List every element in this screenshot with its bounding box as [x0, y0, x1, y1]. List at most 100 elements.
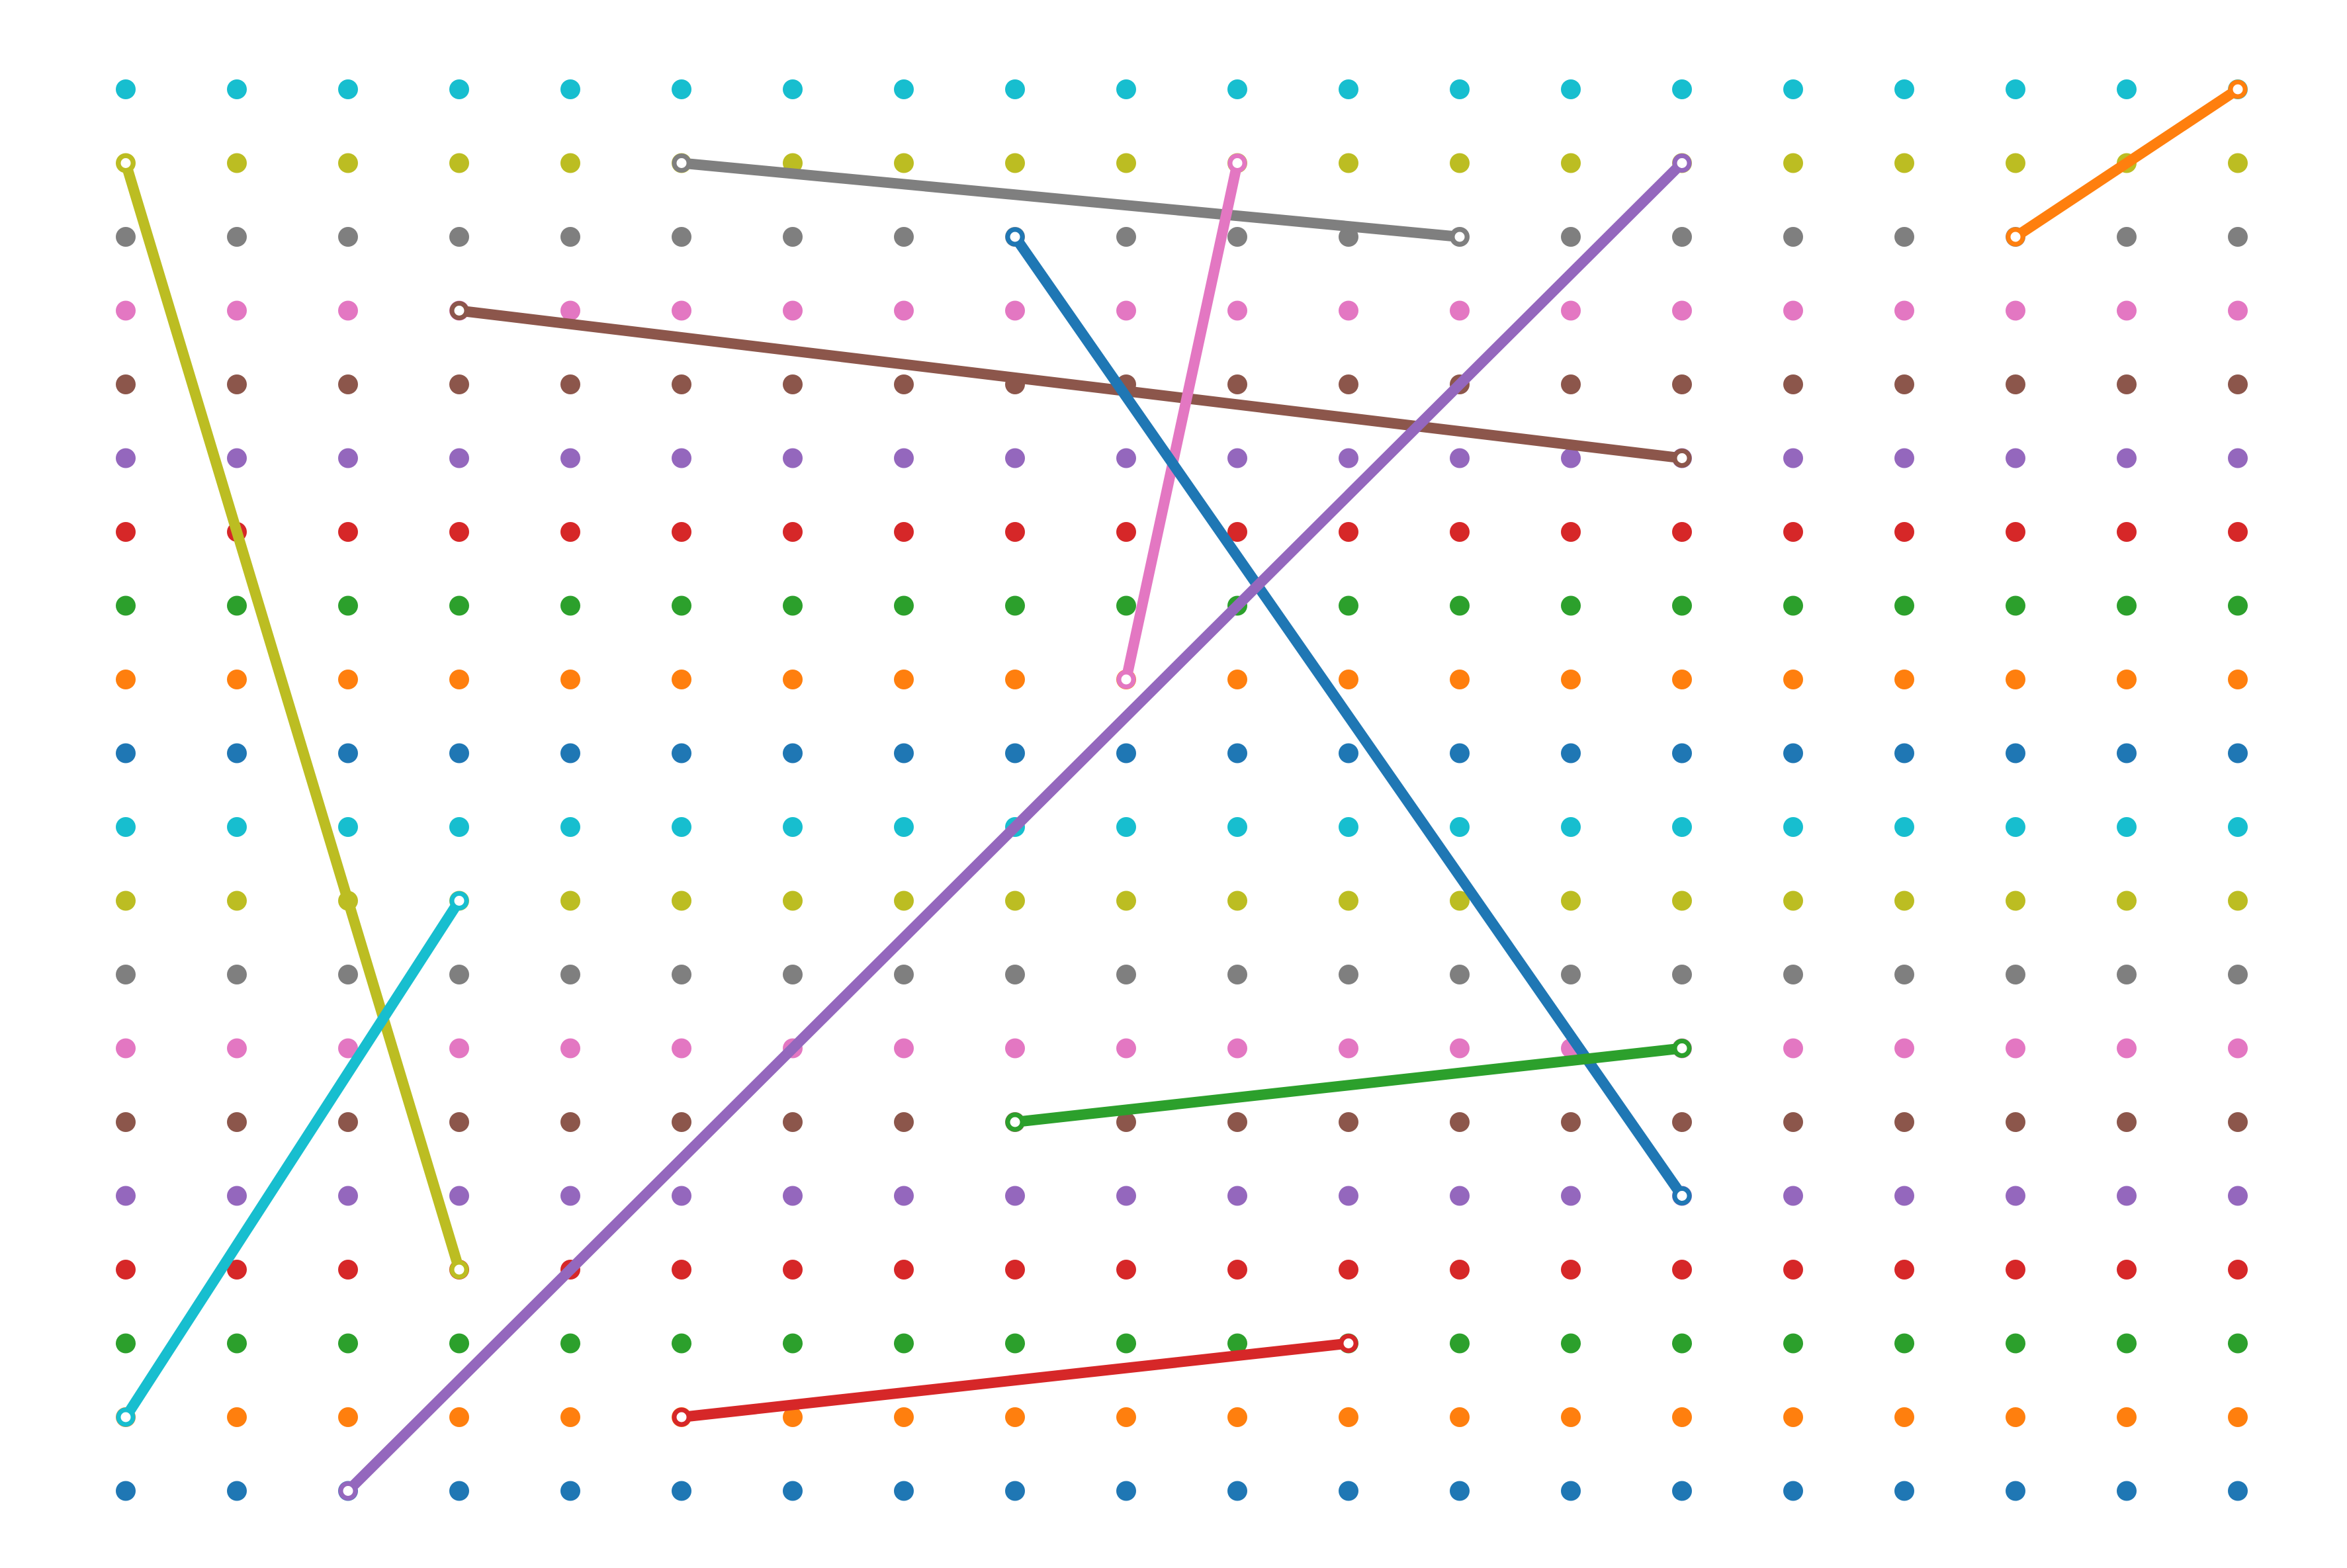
grid-dot: [1672, 374, 1692, 394]
grid-dot: [2006, 670, 2025, 689]
grid-dot: [672, 595, 691, 616]
grid-dot: [116, 743, 136, 763]
grid-dot: [672, 817, 691, 837]
grid-dot: [1783, 79, 1803, 99]
grid-dot: [1116, 965, 1136, 984]
grid-dot: [2228, 300, 2248, 321]
grid-dot: [449, 1038, 469, 1059]
grid-dot: [1005, 1038, 1025, 1059]
grid-dot: [783, 965, 803, 984]
grid-dot: [227, 374, 247, 394]
grid-dot: [560, 522, 580, 542]
grid-dot: [2228, 965, 2248, 984]
grid-dot: [116, 1112, 136, 1132]
grid-dot: [1894, 1038, 1914, 1059]
line-endpoint: [1339, 1334, 1358, 1353]
grid-dot: [1672, 1260, 1692, 1280]
grid-dot: [1005, 1407, 1025, 1427]
grid-dot: [338, 670, 358, 689]
connection-line: [120, 895, 465, 1422]
grid-dot: [1339, 817, 1358, 837]
grid-dot: [1450, 1260, 1470, 1280]
grid-dot: [560, 670, 580, 689]
grid-dot: [1783, 743, 1803, 763]
grid-dot: [1116, 1481, 1136, 1501]
grid-dot: [672, 670, 691, 689]
grid-dot: [2117, 743, 2137, 763]
line-endpoint: [1672, 1039, 1692, 1058]
grid-dot: [227, 595, 247, 616]
grid-dot: [449, 595, 469, 616]
grid-dot: [338, 817, 358, 837]
grid-dot: [449, 1186, 469, 1206]
grid-dot: [1672, 522, 1692, 542]
grid-dot: [449, 448, 469, 468]
grid-dot: [1783, 1333, 1803, 1354]
grid-dot: [1894, 670, 1914, 689]
grid-dot: [1672, 1333, 1692, 1354]
grid-dot: [1894, 374, 1914, 394]
grid-dot: [894, 300, 914, 321]
grid-dot: [338, 1038, 358, 1059]
line-endpoint: [2006, 227, 2025, 247]
grid-dot: [1672, 1407, 1692, 1427]
grid-dot: [338, 300, 358, 321]
grid-dot: [116, 891, 136, 911]
grid-dot: [1116, 522, 1136, 542]
grid-dot: [2006, 1186, 2025, 1206]
grid-dot: [560, 743, 580, 763]
grid-dot: [1450, 1407, 1470, 1427]
grid-dot: [2228, 891, 2248, 911]
grid-dot: [2117, 595, 2137, 616]
line-endpoint: [449, 891, 469, 910]
grid-dot: [1005, 891, 1025, 911]
grid-dot: [1561, 1407, 1581, 1427]
grid-dot: [894, 1407, 914, 1427]
grid-dot: [1116, 743, 1136, 763]
grid-dot: [227, 1333, 247, 1354]
grid-dot: [2006, 595, 2025, 616]
grid-dot: [1894, 965, 1914, 984]
grid-dot: [783, 743, 803, 763]
grid-dot: [2117, 670, 2137, 689]
line-endpoint: [1227, 153, 1247, 173]
grid-dot: [2228, 374, 2248, 394]
grid-dot: [1783, 670, 1803, 689]
grid-dot: [1450, 1112, 1470, 1132]
grid-dot: [560, 965, 580, 984]
line-endpoint: [338, 1481, 358, 1501]
grid-dot: [894, 1112, 914, 1132]
grid-dot: [338, 1407, 358, 1427]
grid-dot: [1783, 1112, 1803, 1132]
grid-dot: [1005, 79, 1025, 99]
grid-dot: [227, 743, 247, 763]
grid-dot: [1339, 1038, 1358, 1059]
grid-dot: [1005, 1260, 1025, 1280]
grid-dot: [227, 670, 247, 689]
grid-dot: [894, 743, 914, 763]
grid-dot: [783, 79, 803, 99]
grid-dot: [1450, 300, 1470, 321]
grid-dot: [2117, 1260, 2137, 1280]
grid-dot: [1783, 595, 1803, 616]
grid-dot: [894, 891, 914, 911]
grid-dot: [2228, 1112, 2248, 1132]
grid-dot: [1227, 891, 1247, 911]
grid-dot: [338, 743, 358, 763]
grid-dot: [1227, 1112, 1247, 1132]
connection-line: [2010, 84, 2243, 242]
grid-dot: [449, 1407, 469, 1427]
grid-dot: [1339, 670, 1358, 689]
grid-dot: [1339, 522, 1358, 542]
grid-dot: [116, 1186, 136, 1206]
grid-dot: [894, 227, 914, 247]
grid-dot: [894, 965, 914, 984]
grid-dot: [1227, 670, 1247, 689]
grid-dot: [1450, 1333, 1470, 1354]
grid-dot: [1561, 817, 1581, 837]
grid-dot: [449, 374, 469, 394]
grid-dot: [2228, 817, 2248, 837]
grid-dot: [116, 522, 136, 542]
line-endpoint: [116, 1407, 136, 1427]
grid-dot: [1894, 448, 1914, 468]
